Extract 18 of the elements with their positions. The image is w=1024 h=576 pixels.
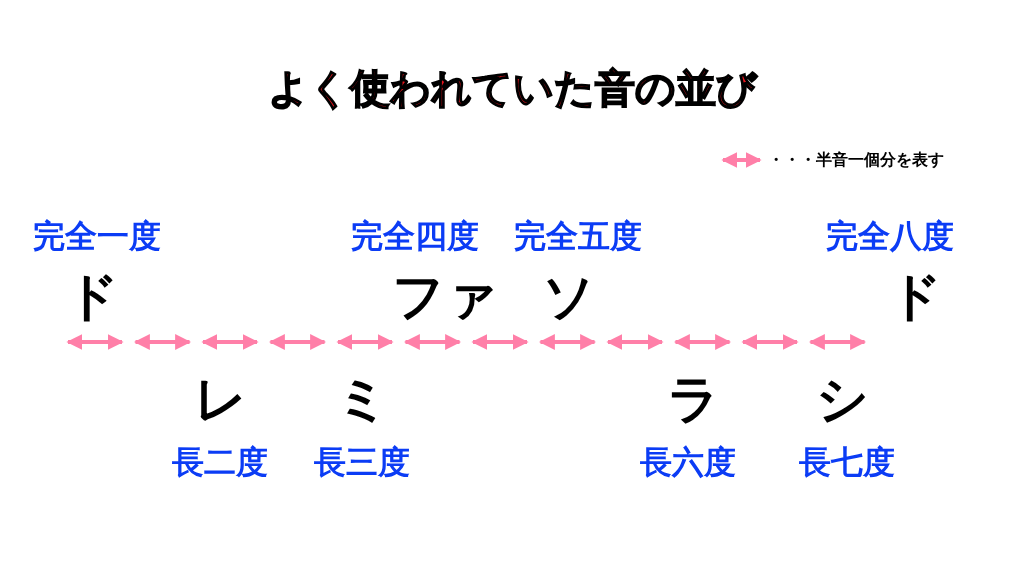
interval-label: 長七度 <box>799 442 895 483</box>
interval-label: 長三度 <box>314 442 410 483</box>
interval-label: 長六度 <box>640 442 736 483</box>
legend-text: ・・・半音一個分を表す <box>768 150 944 171</box>
title: よく使われていた音の並び <box>267 63 757 113</box>
interval-label: 完全五度 <box>514 216 642 257</box>
note-name: ファ <box>392 265 498 328</box>
interval-label: 長二度 <box>172 442 268 483</box>
interval-label: 完全八度 <box>826 216 954 257</box>
note-name: ソ <box>541 265 595 328</box>
note-name: シ <box>815 368 869 431</box>
note-name: レ <box>193 368 247 431</box>
interval-label: 完全一度 <box>33 216 161 257</box>
note-name: ド <box>65 265 119 328</box>
note-name: ド <box>888 265 942 328</box>
note-name: ミ <box>335 368 389 431</box>
note-name: ラ <box>666 368 720 431</box>
interval-label: 完全四度 <box>351 216 479 257</box>
